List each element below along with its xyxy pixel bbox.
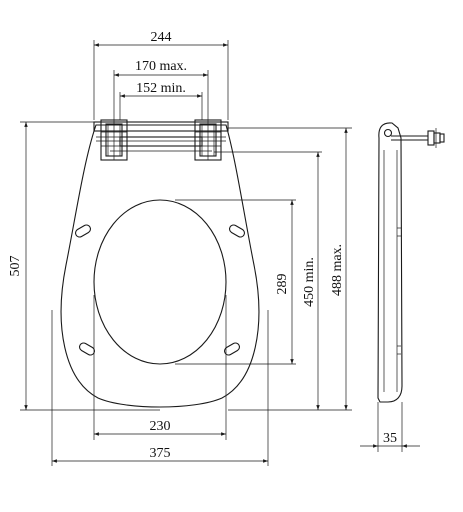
hinge-right	[194, 119, 222, 161]
side-view	[377, 122, 445, 403]
dim-hinge-min: 152 min.	[136, 81, 186, 96]
dimension-lines	[20, 40, 420, 466]
bumper-slot-bottom-left	[78, 342, 96, 356]
dim-opening-width: 230	[150, 419, 171, 434]
side-profile	[377, 122, 403, 403]
bumper-slot-top-right	[228, 224, 246, 238]
dim-length-min: 450 min.	[302, 257, 317, 307]
dim-overall-length: 507	[8, 256, 23, 277]
seat-outline	[60, 124, 260, 408]
bumper-slot-bottom-right	[223, 342, 241, 356]
hinge-assembly	[93, 119, 229, 161]
dim-thickness: 35	[383, 431, 397, 446]
seat-opening	[93, 199, 227, 365]
dim-length-max: 488 max.	[330, 244, 345, 296]
dim-opening-length: 289	[275, 274, 290, 295]
dimension-labels: 244 170 max. 152 min. 507 289 450 min. 4…	[8, 30, 397, 461]
bumper-slot-top-left	[74, 224, 92, 238]
dim-overall-width: 375	[150, 446, 171, 461]
hinge-bolt	[383, 128, 445, 148]
hinge-left	[100, 119, 128, 161]
dim-hinge-max: 170 max.	[135, 59, 187, 74]
dim-hinge-spacing: 244	[151, 30, 172, 45]
